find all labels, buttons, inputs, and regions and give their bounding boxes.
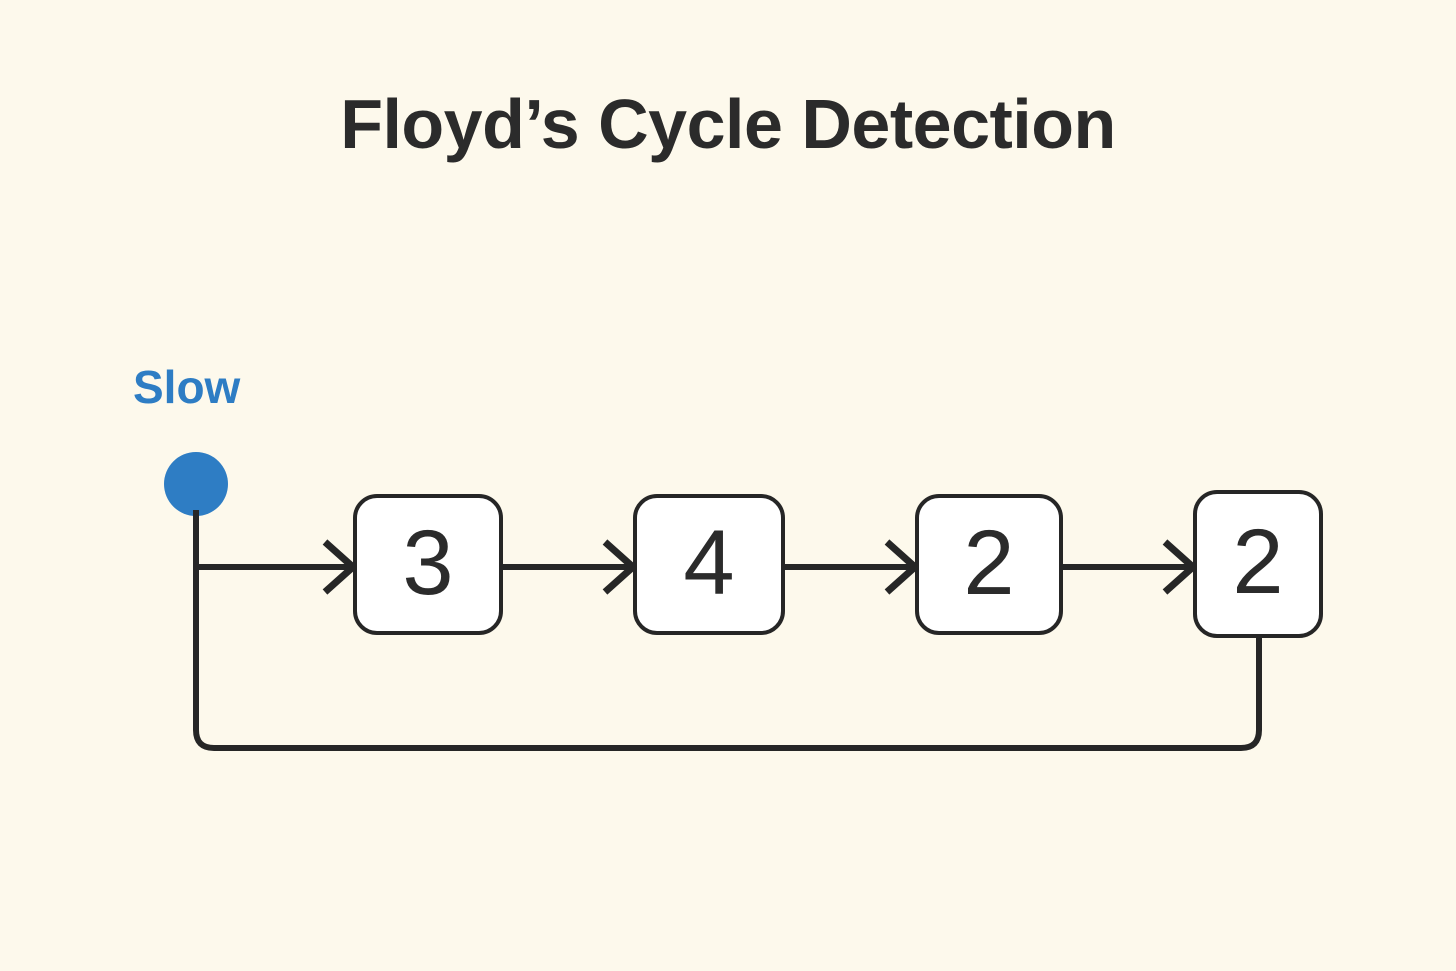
list-node-1[interactable]: 4 (633, 494, 785, 635)
list-node-value: 4 (683, 511, 735, 614)
list-node-value: 2 (1232, 511, 1284, 613)
page-title: Floyd’s Cycle Detection (340, 85, 1116, 163)
list-node-3[interactable]: 2 (1193, 490, 1323, 638)
list-node-value: 2 (963, 511, 1015, 614)
list-node-value: 3 (402, 511, 454, 614)
list-node-0[interactable]: 3 (353, 494, 503, 635)
list-node-2[interactable]: 2 (915, 494, 1063, 635)
slow-pointer-label: Slow (133, 361, 241, 413)
edge-cycle-loop-back (193, 567, 1262, 751)
slow-pointer-dot-icon (164, 452, 228, 516)
